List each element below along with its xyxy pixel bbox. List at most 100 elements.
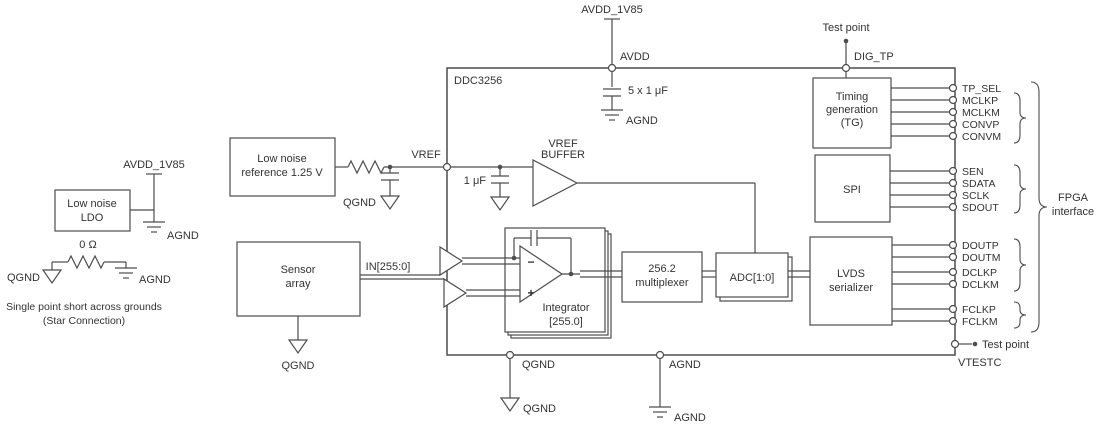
ldo-agnd-label: AGND [167,230,199,242]
pin-fclkm: FCLKM [962,316,998,328]
star-caption-1: Single point short across grounds [6,301,162,313]
adc-block [715,252,793,302]
reference-section: Low noise reference 1.25 V VREF QGND [229,137,444,210]
vtestc-test-point-label: Test point [982,339,1029,351]
zero-ohm-resistor [67,254,105,270]
avdd-rail-label: AVDD_1V85 [581,4,643,16]
avdd-pin-label: AVDD [620,51,650,63]
lvds-serializer-block [809,236,893,326]
agnd-label: AGND [626,115,658,127]
ldo-label-2: LDO [81,212,104,224]
opamp-symbol [519,244,564,304]
decoupling-cap-label: 5 x 1 μF [628,85,668,97]
pin-wires [890,87,950,322]
ldo-rail-label: AVDD_1V85 [123,159,185,171]
sensor-section: Sensor array IN[255:0] QGND [236,241,520,372]
spi-block [814,154,891,223]
dig-tp-label: DIG_TP [854,51,894,63]
pin-mclkm: MCLKM [962,107,1000,119]
reference-label-2: reference 1.25 V [241,167,323,179]
one-uf-label: 1 μF [464,175,487,187]
qgnd-pin-label: QGND [522,359,555,371]
pin-sdout: SDOUT [962,202,999,214]
sensor-qgnd-label: QGND [282,360,315,372]
pin-convp: CONVP [962,119,999,131]
star-connection: 0 Ω QGND AGND Single point short across … [6,239,171,327]
reference-qgnd-label: QGND [343,197,376,209]
fpga-interface-braces: FPGA interface [1013,81,1094,333]
brace-clock-group [1013,92,1027,144]
agnd-pin-label: AGND [669,359,701,371]
fpga-label-2: interface [1052,206,1094,218]
brace-spi-group [1013,164,1027,214]
vtestc-node [950,339,960,349]
zero-ohm-label: 0 Ω [79,239,96,251]
vref-net-label: VREF [411,149,441,161]
vtestc-label: VTESTC [958,357,1001,369]
avdd-node [607,63,617,73]
pin-dclkp: DCLKP [962,267,997,279]
pin-tp_sel: TP_SEL [962,83,1001,95]
tg-label-1: Timing [836,91,869,103]
pin-sen: SEN [962,166,984,178]
pin-sdata: SDATA [962,178,995,190]
qgnd-ground-symbol [288,339,308,354]
integrator-label-2: [255.0] [549,316,583,328]
agnd-ground-symbol [142,221,166,233]
input-buffer-symbol [443,277,468,309]
chip-name: DDC3256 [454,75,502,87]
vref-node [442,162,452,172]
edge-nodes [442,63,960,360]
pin-fclkp: FCLKP [962,304,996,316]
brace-fpga-interface [1030,81,1048,333]
sensor-label-1: Sensor [281,264,316,276]
mux-label-1: 256.2 [648,263,676,275]
lvds-label-1: LVDS [837,268,865,280]
star-qgnd-label: QGND [7,272,40,284]
ldo-block [54,189,131,232]
opamp-minus-sign: − [527,255,534,269]
integrator-label-1: Integrator [542,302,589,314]
agnd-ground-symbol [114,267,138,279]
mux-label-2: multiplexer [635,277,689,289]
qgnd-ground-symbol [380,195,400,210]
star-agnd-label: AGND [139,274,171,286]
adc-label: ADC[1:0] [730,272,775,284]
dig-tp-node [841,63,851,73]
integrator-section: − + Integrator [255.0] [511,230,622,328]
agnd-ground-symbol [648,406,672,418]
bottom-grounds: QGND QGND AGND AGND Test point VTESTC [500,339,1029,424]
test-point-label: Test point [822,22,869,34]
vref-buffer-label-2: BUFFER [541,149,585,161]
tg-label-2: generation [826,104,878,116]
fpga-label-1: FPGA [1058,192,1089,204]
avdd-supply: AVDD_1V85 AVDD 5 x 1 μF AGND [581,4,668,127]
pin-labels: TP_SEL MCLKP MCLKM CONVP CONVM SEN SDATA… [962,83,1001,328]
lvds-label-2: serializer [829,282,873,294]
pin-sclk: SCLK [962,190,989,202]
tg-label-3: (TG) [841,117,864,129]
signal-chain: 256.2 multiplexer ADC[1:0] LVDS serializ… [635,91,878,294]
pin-doutp: DOUTP [962,240,999,252]
vref-series-resistor [347,159,385,175]
pin-doutm: DOUTM [962,252,1001,264]
pin-convm: CONVM [962,131,1001,143]
pin-dclkm: DCLKM [962,279,999,291]
agnd-node [655,350,665,360]
input-bus-label: IN[255:0] [366,261,411,273]
vref-filter-capacitor [380,172,400,181]
sensor-label-2: array [285,278,311,290]
reference-label-1: Low noise [257,153,307,165]
qgnd-ground-label: QGND [523,403,556,415]
test-point-dot [972,341,978,347]
qgnd-ground-symbol [500,397,520,412]
brace-data-group [1013,238,1027,292]
multiplexer-block [621,251,703,303]
vref-buffer-label-1: VREF [548,138,578,150]
pin-circles [948,83,958,326]
pin-mclkp: MCLKP [962,95,998,107]
input-buffer-symbol [439,245,464,277]
ldo-section: AVDD_1V85 Low noise LDO AGND [54,159,199,242]
